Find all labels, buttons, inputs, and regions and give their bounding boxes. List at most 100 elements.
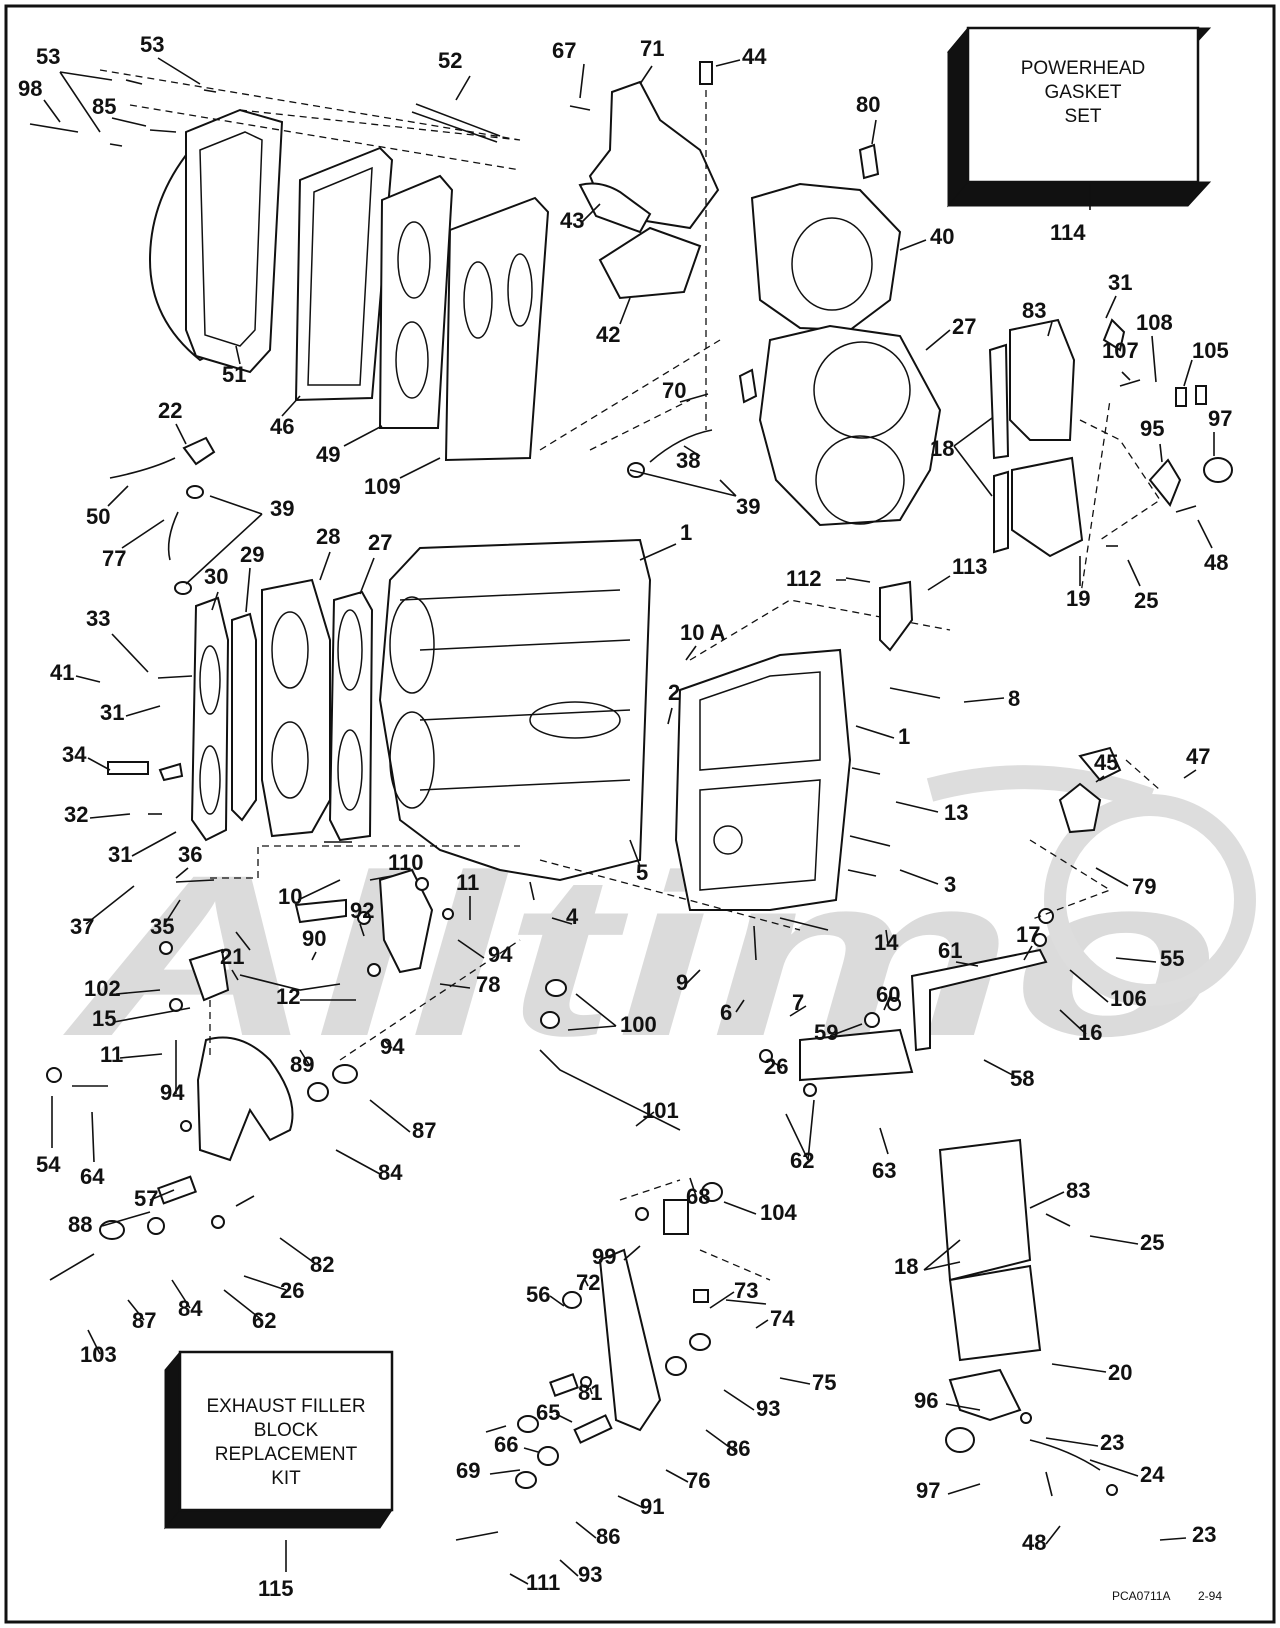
- reed-83a: [1009, 318, 1076, 441]
- callout-69: 69: [456, 1458, 480, 1483]
- callout-93: 93: [578, 1562, 602, 1587]
- callout-27: 27: [952, 314, 976, 339]
- plate-20: [948, 1264, 1042, 1362]
- callout-89: 89: [290, 1052, 314, 1077]
- callout-39: 39: [736, 494, 760, 519]
- callout-53: 53: [140, 32, 164, 57]
- callout-18: 18: [894, 1254, 918, 1279]
- callout-99: 99: [592, 1244, 616, 1269]
- bracket-113: [879, 580, 914, 652]
- gasket-set-box: POWERHEAD GASKET SET: [946, 26, 1212, 208]
- bolt-90: [294, 898, 347, 924]
- callout-48: 48: [1022, 1530, 1046, 1555]
- callout-87: 87: [132, 1308, 156, 1333]
- gasket-109: [444, 196, 550, 462]
- callout-81: 81: [578, 1380, 602, 1405]
- gasket-27b: [328, 590, 374, 842]
- gasket-46: [294, 146, 394, 402]
- housing-43: [578, 182, 652, 234]
- callout-59: 59: [814, 1020, 838, 1045]
- callout-23: 23: [1100, 1430, 1124, 1455]
- callout-1: 1: [898, 724, 910, 749]
- callout-37: 37: [70, 914, 94, 939]
- callout-39: 39: [270, 496, 294, 521]
- callout-111: 111: [526, 1570, 560, 1595]
- callout-25: 25: [1140, 1230, 1164, 1255]
- callout-92: 92: [350, 898, 374, 923]
- callout-95: 95: [1140, 416, 1164, 441]
- page-border: [4, 4, 1276, 1624]
- callout-87: 87: [412, 1118, 436, 1143]
- callout-45: 45: [1094, 750, 1118, 775]
- callout-23: 23: [1192, 1522, 1216, 1547]
- callout-49: 49: [316, 442, 340, 467]
- callout-102: 102: [84, 976, 121, 1001]
- callout-35: 35: [150, 914, 174, 939]
- callout-114: 114: [1050, 220, 1086, 245]
- gasket-18a: [988, 343, 1010, 460]
- gasket-18b: [993, 470, 1009, 554]
- callout-80: 80: [856, 92, 880, 117]
- spark-plug-34: [107, 761, 149, 775]
- callout-94: 94: [488, 942, 513, 967]
- callout-100: 100: [620, 1012, 657, 1037]
- callout-48: 48: [1204, 550, 1228, 575]
- callout-84: 84: [378, 1160, 403, 1185]
- callout-21: 21: [220, 944, 244, 969]
- callout-12: 12: [276, 984, 300, 1009]
- gasket-set-line1: POWERHEAD: [1021, 58, 1146, 79]
- reed-block-83b: [938, 1138, 1032, 1282]
- callout-94: 94: [160, 1080, 185, 1105]
- callout-110: 110: [388, 850, 424, 875]
- callout-65: 65: [536, 1400, 560, 1425]
- drawing-date: 2-94: [1198, 1589, 1222, 1603]
- left-head-stack: [107, 578, 374, 842]
- callout-29: 29: [240, 542, 264, 567]
- callout-32: 32: [64, 802, 88, 827]
- filler-kit-line3: REPLACEMENT: [215, 1444, 358, 1465]
- callout-58: 58: [1010, 1066, 1034, 1091]
- clamp-15: [188, 948, 230, 1002]
- callout-96: 96: [914, 1388, 938, 1413]
- callout-55: 55: [1160, 946, 1184, 971]
- callout-5: 5: [636, 860, 648, 885]
- callout-11: 11: [100, 1042, 123, 1067]
- callout-1: 1: [680, 520, 692, 545]
- callout-63: 63: [872, 1158, 896, 1183]
- callout-4: 4: [566, 904, 579, 929]
- leader-lines: [43, 57, 1215, 1585]
- callout-75: 75: [812, 1370, 836, 1395]
- callout-labels: 53 53 98 85 51 52 46 49 109 67 71 44 43 …: [18, 32, 1232, 1601]
- callout-67: 67: [552, 38, 576, 63]
- callout-56: 56: [526, 1282, 550, 1307]
- callout-42: 42: [596, 322, 620, 347]
- filler-kit-line4: KIT: [271, 1468, 301, 1489]
- exhaust-cover-51: [185, 108, 284, 374]
- callout-112: 112: [786, 566, 822, 591]
- callout-34: 34: [62, 742, 87, 767]
- reed-valve-upper: [988, 318, 1233, 558]
- grommet-97b: [945, 1427, 975, 1453]
- callout-40: 40: [930, 224, 954, 249]
- callout-66: 66: [494, 1432, 518, 1457]
- callout-3: 3: [944, 872, 956, 897]
- callout-88: 88: [68, 1212, 92, 1237]
- throttle-cam-82: [196, 1036, 294, 1162]
- bracket-78: [378, 868, 434, 974]
- callout-90: 90: [302, 926, 326, 951]
- callout-24: 24: [1140, 1462, 1165, 1487]
- callout-86: 86: [726, 1436, 750, 1461]
- callout-94: 94: [380, 1034, 405, 1059]
- callout-50: 50: [86, 504, 110, 529]
- grommet-97a: [1203, 457, 1233, 483]
- arm-76: [598, 1248, 662, 1432]
- callout-53: 53: [36, 44, 60, 69]
- callout-97: 97: [916, 1478, 940, 1503]
- callout-82: 82: [310, 1252, 334, 1277]
- callout-62: 62: [252, 1308, 276, 1333]
- crankcase-block: [378, 538, 951, 931]
- callout-16: 16: [1078, 1020, 1102, 1045]
- sleeve-88: [157, 1175, 197, 1205]
- callout-2: 2: [668, 680, 680, 705]
- callout-36: 36: [178, 842, 202, 867]
